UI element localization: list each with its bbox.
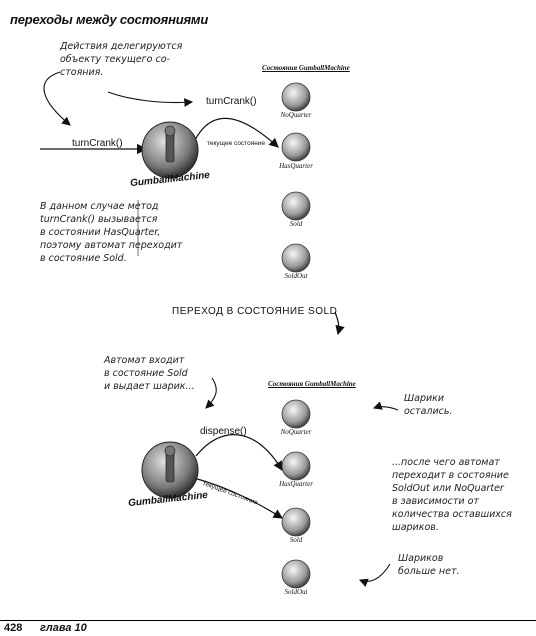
state-label-sold-bottom: Sold <box>289 536 303 544</box>
footer-divider <box>0 620 536 621</box>
current-state-arrow-bottom <box>193 477 284 519</box>
page-number: 428 <box>4 622 23 634</box>
state-label-sold: Sold <box>289 220 303 228</box>
state-label-soldout: SoldOut <box>284 272 308 280</box>
transition-label: ПЕРЕХОД В СОСТОЯНИЕ SOLD <box>172 306 338 317</box>
transition-arrow <box>334 311 345 336</box>
call-label-inner: turnCrank() <box>206 96 257 107</box>
note-enter-arrow <box>205 377 217 409</box>
note-arrow-left <box>43 71 71 126</box>
remaining-arrow <box>372 401 399 411</box>
state-label-noquarter-bottom: NoQuarter <box>280 428 312 436</box>
note-after: ...после чего автомат переходит в состоя… <box>392 457 512 533</box>
state-label-hasquarter-bottom: HasQuarter <box>279 480 313 488</box>
state-coins-bottom <box>281 399 311 589</box>
note-none: Шариков больше нет. <box>398 553 460 577</box>
top-diagram <box>40 71 311 273</box>
current-state-label: текущее состояние <box>207 140 266 147</box>
dispense-label: dispense() <box>200 426 247 437</box>
state-label-hasquarter: HasQuarter <box>279 162 313 170</box>
states-title-bottom: Состояния GumballMachine <box>268 380 356 388</box>
chapter-label: глава 10 <box>40 622 87 634</box>
note-delegate: Действия делегируются объекту текущего с… <box>60 41 183 78</box>
explain-text: В данном случае метод turnCrank() вызыва… <box>40 201 183 264</box>
dispense-arrow <box>195 434 283 472</box>
none-arrow <box>358 563 391 587</box>
call-label-outer: turnCrank() <box>72 138 123 149</box>
note-arrow-right <box>107 91 194 107</box>
bottom-diagram <box>141 377 399 589</box>
state-coins-top <box>281 82 311 273</box>
state-label-noquarter: NoQuarter <box>280 111 312 119</box>
note-enter: Автомат входит в состояние Sold и выдает… <box>104 355 195 392</box>
states-title: Состояния GumballMachine <box>262 64 350 72</box>
current-state-arrow <box>194 117 279 148</box>
page-title: переходы между состояниями <box>10 12 209 27</box>
state-label-soldout-bottom: SoldOut <box>284 588 308 596</box>
note-remaining: Шарики остались. <box>404 393 453 417</box>
